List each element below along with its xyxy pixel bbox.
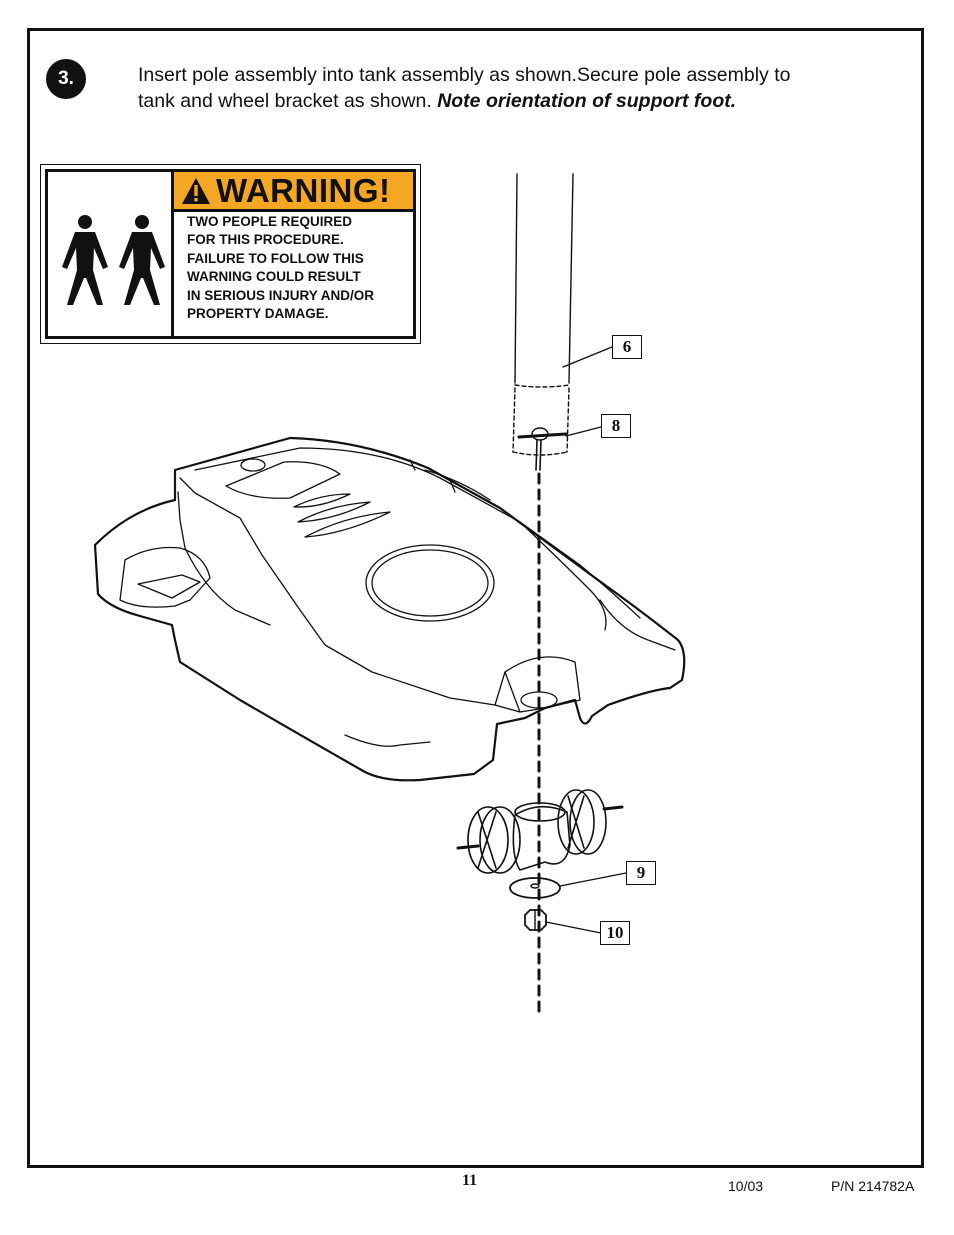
- page-number: 11: [462, 1172, 478, 1189]
- page-frame: [27, 28, 924, 1168]
- revision-date: 10/03: [728, 1178, 764, 1194]
- wheel-bracket-drawing: [456, 789, 624, 874]
- warning-line: PROPERTY DAMAGE.: [187, 306, 329, 322]
- callout-pole: 6: [612, 335, 642, 359]
- warning-label-inner: WARNING!: [45, 169, 416, 339]
- warning-label: WARNING! TWO PEOPLE REQUIRED FOR THIS PR…: [40, 164, 421, 344]
- instruction-main: Insert pole assembly into tank assembly …: [138, 64, 791, 112]
- warning-line: FAILURE TO FOLLOW THIS: [187, 250, 364, 266]
- warning-line: WARNING COULD RESULT: [187, 269, 361, 285]
- warning-header: WARNING!: [174, 172, 413, 212]
- pin-drawing: [517, 427, 568, 471]
- instruction-emphasis: Note orientation of support foot.: [437, 90, 737, 112]
- alert-triangle-icon: [182, 177, 210, 204]
- two-people-icon: [48, 172, 174, 336]
- nut-drawing: [524, 909, 547, 931]
- instruction-text: Insert pole assembly into tank assembly …: [138, 62, 828, 114]
- callout-pin: 8: [601, 414, 631, 438]
- washer-drawing: [509, 877, 561, 899]
- step-number-badge: 3.: [46, 59, 86, 99]
- warning-body: TWO PEOPLE REQUIRED FOR THIS PROCEDURE. …: [187, 213, 407, 323]
- part-number: P/N 214782A: [831, 1178, 915, 1194]
- warning-line: FOR THIS PROCEDURE.: [187, 232, 344, 248]
- tank-base-drawing: [93, 436, 686, 782]
- warning-line: TWO PEOPLE REQUIRED: [187, 214, 353, 229]
- callout-washer: 9: [626, 861, 656, 885]
- warning-line: IN SERIOUS INJURY AND/OR: [187, 287, 375, 303]
- callout-nut: 10: [600, 921, 630, 945]
- pole-drawing: [512, 173, 574, 456]
- warning-heading: WARNING!: [216, 171, 391, 209]
